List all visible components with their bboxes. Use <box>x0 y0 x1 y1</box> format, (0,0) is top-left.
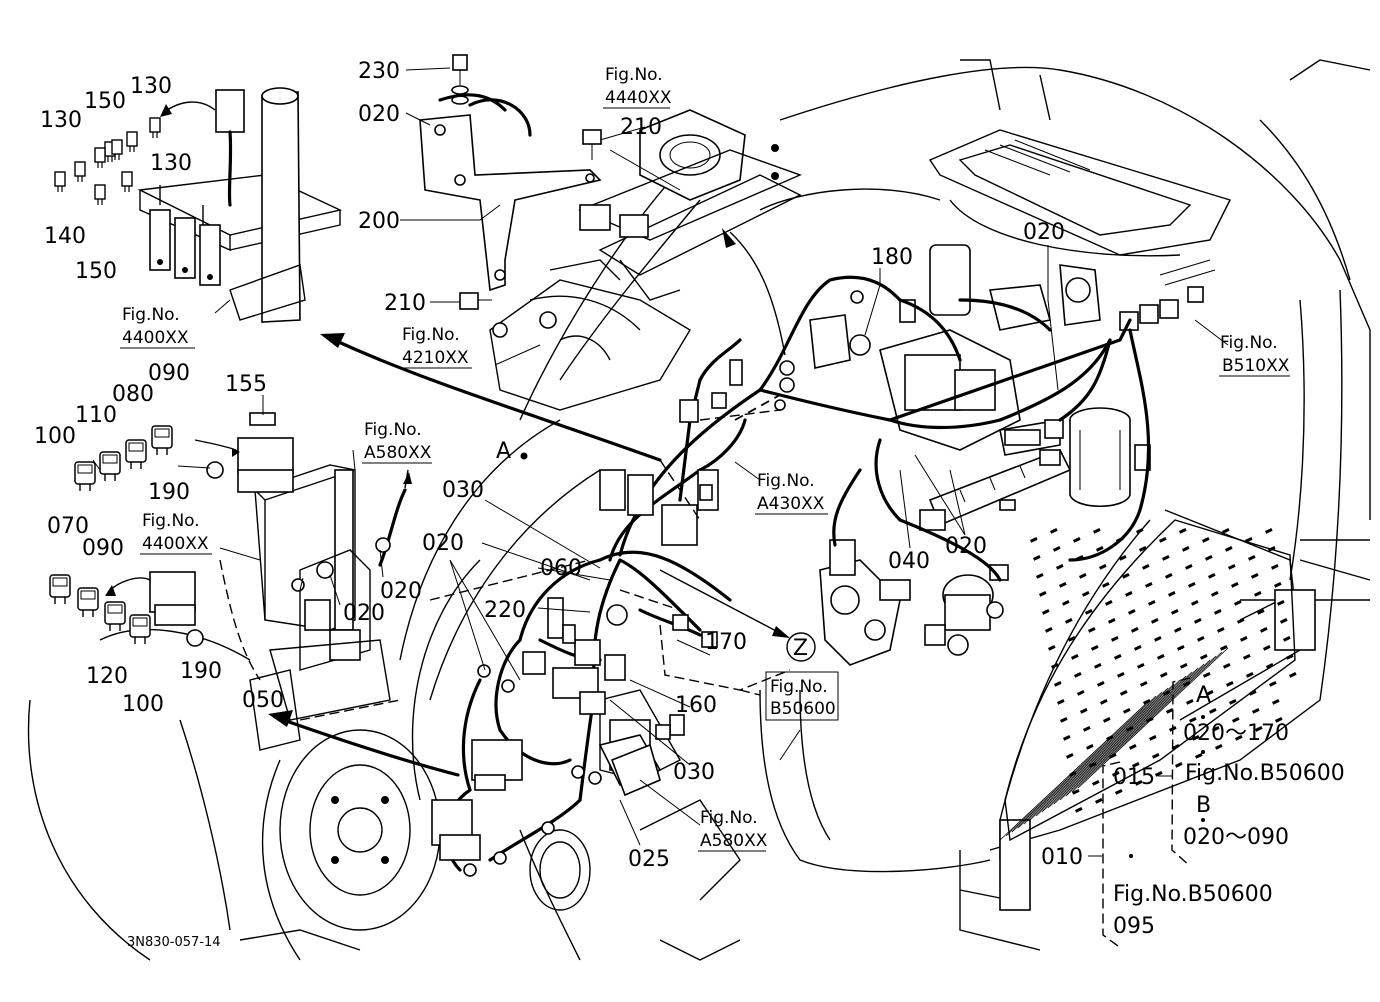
legend-a-range: 020～170 <box>1183 721 1289 746</box>
legend-fig2: Fig.No.B50600 <box>1113 882 1273 907</box>
callout-130[interactable]: 130 <box>130 74 172 99</box>
svg-text:4400XX: 4400XX <box>142 534 209 554</box>
callout-150[interactable]: 150 <box>84 89 126 114</box>
callout-180[interactable]: 180 <box>871 245 913 270</box>
callout-020[interactable]: 020 <box>1023 220 1065 245</box>
svg-text:Fig.No.: Fig.No. <box>122 305 180 325</box>
fig-ref-a580xx[interactable]: Fig.No. A580XX <box>362 420 432 464</box>
callout-080[interactable]: 080 <box>112 382 154 407</box>
callout-090[interactable]: 090 <box>82 536 124 561</box>
callout-020[interactable]: 020 <box>422 531 464 556</box>
figure-references: Fig.No. 4440XX Fig.No. 4400XX Fig.No. 42… <box>120 65 1290 852</box>
legend-fig1: Fig.No.B50600 <box>1185 761 1345 786</box>
callout-leaders <box>92 67 1229 846</box>
callout-130[interactable]: 130 <box>150 151 192 176</box>
callout-155[interactable]: 155 <box>225 372 267 397</box>
callout-020[interactable]: 020 <box>380 579 422 604</box>
structure-legend: A 020～170 015 Fig.No.B50600 B 020～090 01… <box>1041 677 1345 947</box>
callout-220[interactable]: 220 <box>484 598 526 623</box>
svg-text:Fig.No.: Fig.No. <box>364 420 422 440</box>
fig-ref-a580xx[interactable]: Fig.No. A580XX <box>698 808 768 852</box>
callout-020[interactable]: 020 <box>343 601 385 626</box>
callout-100[interactable]: 100 <box>122 692 164 717</box>
fig-ref-a430xx[interactable]: Fig.No. A430XX <box>755 471 828 515</box>
callout-210[interactable]: 210 <box>384 291 426 316</box>
callout-090[interactable]: 090 <box>148 361 190 386</box>
view-markers: A Z <box>496 439 816 662</box>
relay-bracket-assembly <box>49 412 391 751</box>
callout-030[interactable]: 030 <box>442 478 484 503</box>
callout-210[interactable]: 210 <box>620 115 662 140</box>
svg-text:A580XX: A580XX <box>700 831 768 851</box>
view-marker-z[interactable]: Z <box>793 636 808 661</box>
callout-150[interactable]: 150 <box>75 259 117 284</box>
svg-text:A430XX: A430XX <box>757 494 825 514</box>
drawing-code: 3N830-057-14 <box>127 935 221 950</box>
reference-arrows <box>105 101 790 777</box>
callout-110[interactable]: 110 <box>75 403 117 428</box>
svg-text:4440XX: 4440XX <box>605 88 672 108</box>
legend-a: A <box>1196 683 1211 708</box>
legend-b: B <box>1196 793 1211 818</box>
fig-ref-4440xx[interactable]: Fig.No. 4440XX <box>603 65 672 109</box>
fig-ref-b50600[interactable]: Fig.No. B50600 <box>765 671 839 721</box>
front-grille <box>999 519 1297 842</box>
engine-components <box>809 244 1216 666</box>
svg-text:Fig.No.: Fig.No. <box>1220 333 1278 353</box>
svg-text:4210XX: 4210XX <box>402 348 469 368</box>
callout-120[interactable]: 120 <box>86 664 128 689</box>
svg-text:B50600: B50600 <box>770 699 836 719</box>
part-callouts: 130 150 130 130 140 150 230 020 200 210 … <box>34 59 1065 872</box>
callout-030[interactable]: 030 <box>673 760 715 785</box>
fig-ref-4400xx[interactable]: Fig.No. 4400XX <box>120 305 195 349</box>
callout-060[interactable]: 060 <box>540 556 582 581</box>
reference-lines <box>219 394 791 721</box>
callout-140[interactable]: 140 <box>44 224 86 249</box>
callout-230[interactable]: 230 <box>358 59 400 84</box>
legend-b-range: 020～090 <box>1183 825 1289 850</box>
fig-ref-b510xx[interactable]: Fig.No. B510XX <box>1219 333 1290 377</box>
callout-040[interactable]: 040 <box>888 549 930 574</box>
legend-010: 010 <box>1041 845 1083 870</box>
callout-200[interactable]: 200 <box>358 209 400 234</box>
svg-text:Fig.No.: Fig.No. <box>770 677 828 697</box>
callout-190[interactable]: 190 <box>180 659 222 684</box>
callout-190[interactable]: 190 <box>148 480 190 505</box>
wire-harness <box>378 275 1151 872</box>
fig-ref-4210xx[interactable]: Fig.No. 4210XX <box>400 325 472 369</box>
view-marker-a[interactable]: A <box>496 439 511 464</box>
callout-025[interactable]: 025 <box>628 847 670 872</box>
svg-text:B510XX: B510XX <box>1222 356 1290 376</box>
callout-160[interactable]: 160 <box>675 693 717 718</box>
svg-text:Fig.No.: Fig.No. <box>142 511 200 531</box>
svg-text:Fig.No.: Fig.No. <box>605 65 663 85</box>
svg-text:Fig.No.: Fig.No. <box>402 325 460 345</box>
callout-070[interactable]: 070 <box>47 514 89 539</box>
callout-130[interactable]: 130 <box>40 108 82 133</box>
callout-170[interactable]: 170 <box>705 630 747 655</box>
harness-connectors <box>291 359 795 877</box>
svg-text:4400XX: 4400XX <box>122 328 189 348</box>
fuse-holder-assembly <box>54 87 343 323</box>
fig-ref-4400xx[interactable]: Fig.No. 4400XX <box>140 511 212 555</box>
callout-100[interactable]: 100 <box>34 424 76 449</box>
callout-020[interactable]: 020 <box>945 534 987 559</box>
legend-015: 015 <box>1113 765 1155 790</box>
callout-020[interactable]: 020 <box>358 102 400 127</box>
exhaust-bracket-assembly <box>419 54 802 411</box>
legend-095: 095 <box>1113 914 1155 939</box>
callout-050[interactable]: 050 <box>242 688 284 713</box>
svg-text:Fig.No.: Fig.No. <box>757 471 815 491</box>
svg-text:A580XX: A580XX <box>364 443 432 463</box>
svg-text:Fig.No.: Fig.No. <box>700 808 758 828</box>
